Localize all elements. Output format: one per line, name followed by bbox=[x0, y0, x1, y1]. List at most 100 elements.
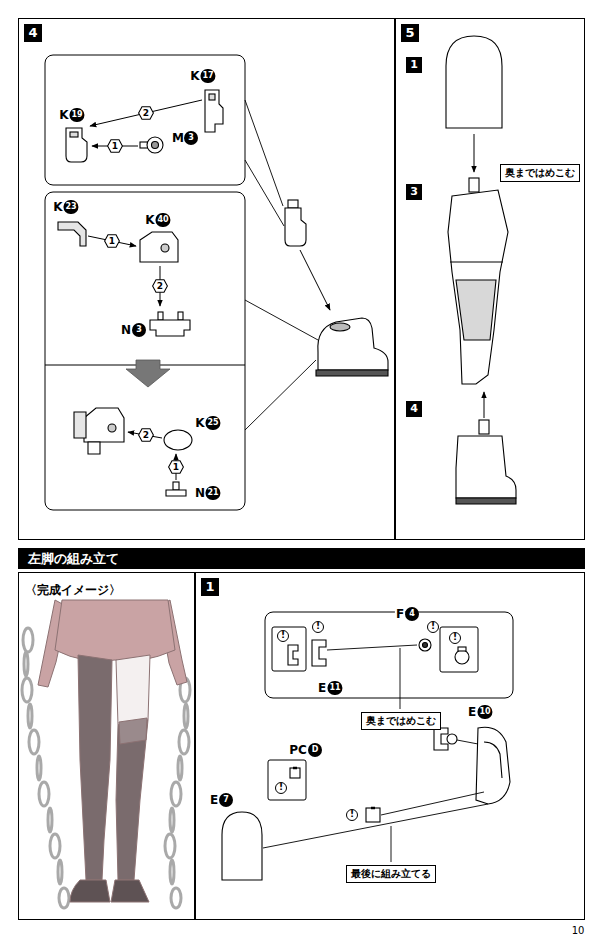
assembly-arrow bbox=[300, 250, 330, 310]
leader-line bbox=[391, 826, 392, 862]
small-part bbox=[434, 728, 448, 750]
shoe-part bbox=[150, 320, 190, 336]
step-panel: 1奥まではめこむ最後に組み立てる bbox=[195, 572, 585, 920]
instruction-note: 奥まではめこむ bbox=[361, 712, 441, 730]
node-text: 5 bbox=[401, 24, 419, 42]
figure-chain bbox=[165, 834, 175, 858]
shoe-part bbox=[158, 312, 163, 320]
figure-chain bbox=[179, 730, 189, 754]
node-text: 奥まではめこむ bbox=[366, 714, 436, 728]
leader-line bbox=[263, 804, 488, 848]
small-part bbox=[447, 734, 457, 744]
figure-chain bbox=[184, 704, 188, 728]
shoe-part bbox=[108, 424, 116, 432]
part-number: 4 bbox=[405, 607, 419, 621]
callout-frame bbox=[268, 760, 306, 800]
figure-chain bbox=[39, 782, 49, 806]
part-letter: N bbox=[194, 486, 206, 500]
figure-chain bbox=[170, 860, 174, 884]
leg-parts bbox=[456, 498, 516, 504]
leader-line bbox=[245, 360, 316, 430]
part-letter: K bbox=[58, 108, 69, 122]
figure-chain bbox=[171, 888, 181, 908]
part-letter: K bbox=[189, 69, 200, 83]
joint-part bbox=[66, 128, 87, 162]
small-part bbox=[288, 645, 298, 665]
figure-chain bbox=[24, 652, 28, 676]
shoe-part bbox=[58, 222, 192, 496]
part-step-number: 1 bbox=[406, 57, 422, 73]
assembly-arrow bbox=[474, 134, 484, 418]
figure-chain bbox=[48, 808, 52, 832]
foot-assembly bbox=[330, 323, 350, 331]
part-number: 3 bbox=[184, 131, 198, 145]
shoe-part bbox=[84, 408, 124, 442]
caution-mark: ! bbox=[427, 621, 439, 633]
part-step-number: 4 bbox=[406, 401, 422, 417]
sub-step-frame bbox=[45, 192, 245, 510]
instruction-note: 最後に組み立てる bbox=[346, 865, 436, 883]
small-part bbox=[290, 768, 300, 778]
callout-frame bbox=[272, 627, 306, 671]
assembly-arrow bbox=[90, 100, 202, 126]
part-number: 19 bbox=[69, 108, 84, 122]
figure-chain bbox=[29, 730, 39, 754]
shoe-part bbox=[161, 244, 169, 252]
small-part bbox=[419, 639, 431, 651]
leg-parts bbox=[479, 420, 489, 434]
shoe-part bbox=[140, 232, 178, 262]
figure-body bbox=[119, 718, 147, 744]
foot-assembly bbox=[285, 200, 388, 376]
node-text: 4 bbox=[406, 401, 422, 417]
part-letter: E bbox=[317, 681, 327, 695]
part-number: 23 bbox=[63, 200, 78, 214]
caution-mark: ! bbox=[275, 782, 287, 794]
caution-mark: ! bbox=[346, 809, 358, 821]
part-number: 17 bbox=[200, 69, 215, 83]
shoe-part bbox=[58, 222, 86, 246]
small-part bbox=[371, 807, 375, 810]
figure-chain bbox=[50, 834, 60, 858]
small-part bbox=[458, 647, 466, 651]
figure-chain bbox=[28, 704, 32, 728]
caution-mark: ! bbox=[312, 621, 324, 633]
node-text: 最後に組み立てる bbox=[351, 867, 431, 881]
leader-line bbox=[245, 160, 284, 226]
order-number: 1 bbox=[104, 234, 120, 248]
part-step-number: 3 bbox=[406, 184, 422, 200]
leg-parts bbox=[456, 436, 516, 498]
leg-parts bbox=[446, 36, 502, 128]
shoe-part bbox=[164, 430, 192, 450]
part-number: 7 bbox=[219, 793, 233, 807]
leader-line bbox=[327, 645, 417, 650]
foot-assembly bbox=[318, 318, 388, 370]
image-panel: 〈完成イメージ〉 bbox=[18, 572, 195, 920]
small-part bbox=[455, 650, 469, 664]
leg-parts bbox=[448, 190, 508, 384]
figure-chain bbox=[171, 782, 181, 806]
joint-part bbox=[209, 94, 215, 100]
shoe-part bbox=[178, 312, 183, 320]
small-part bbox=[366, 808, 380, 822]
order-number: 1 bbox=[168, 460, 184, 474]
foot-assembly bbox=[285, 208, 306, 246]
figure-chain bbox=[22, 678, 32, 702]
order-number: 1 bbox=[107, 139, 123, 153]
joint-part bbox=[70, 132, 78, 137]
part-letter: E bbox=[467, 705, 477, 719]
foot-assembly bbox=[316, 370, 388, 376]
part-number: 10 bbox=[477, 705, 492, 719]
part-number: D bbox=[308, 743, 322, 757]
figure-body bbox=[116, 655, 150, 725]
callout-frame bbox=[265, 612, 513, 698]
caution-mark: ! bbox=[449, 632, 461, 644]
foot-assembly bbox=[288, 200, 298, 208]
flow-arrow bbox=[126, 360, 170, 387]
part-letter: K bbox=[144, 213, 155, 227]
figure-body bbox=[111, 880, 149, 902]
part-letter: M bbox=[171, 131, 185, 145]
assembly-arrow bbox=[484, 392, 485, 418]
leg-parts bbox=[469, 178, 479, 192]
